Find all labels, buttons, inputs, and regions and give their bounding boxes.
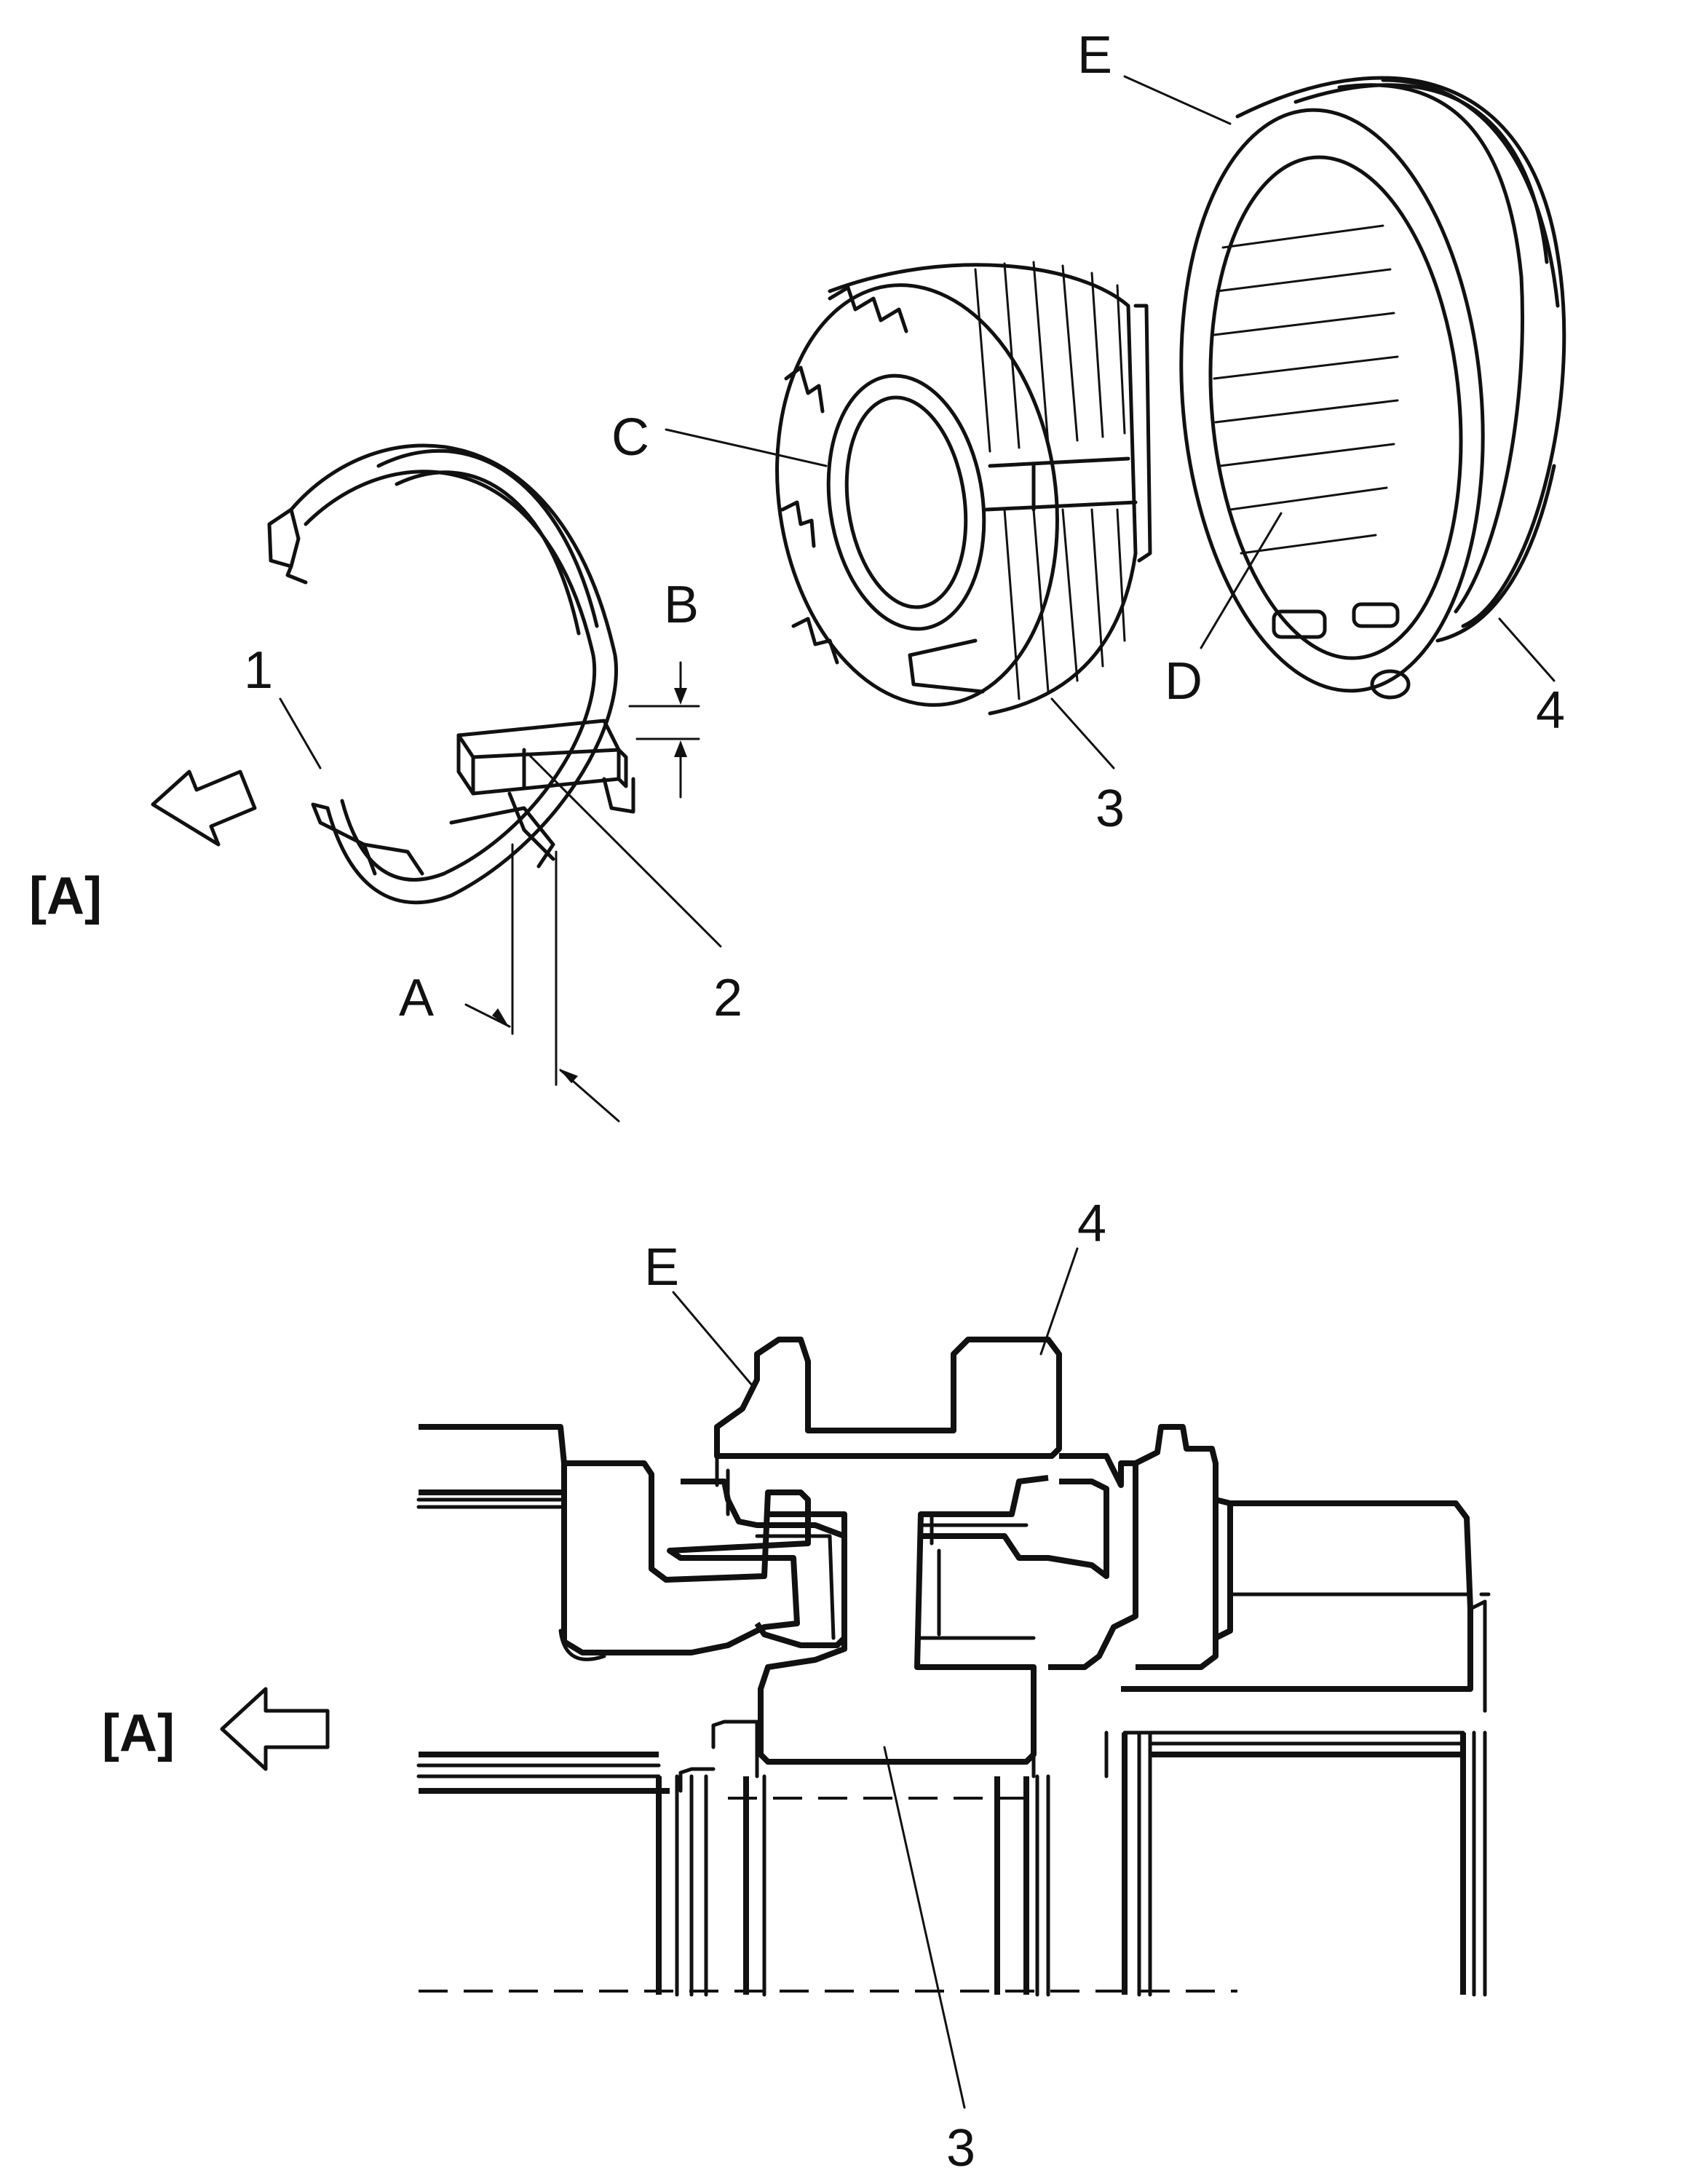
label-3-bottom: 3 xyxy=(946,2119,975,2177)
label-c: C xyxy=(611,408,649,467)
label-4-top: 4 xyxy=(1536,681,1565,740)
sleeve-section xyxy=(714,1337,1062,1459)
label-a: A xyxy=(399,969,434,1027)
label-1: 1 xyxy=(244,641,273,700)
label-e-top: E xyxy=(1077,26,1112,84)
cross-section-view: E 4 [A] 3 xyxy=(102,1195,1491,2177)
right-sync-ring xyxy=(921,1479,1109,1579)
left-gear-section xyxy=(561,1460,811,1655)
left-shaft-step xyxy=(419,1424,567,1495)
dimension-a xyxy=(464,843,620,1123)
synchronizer-hub-part xyxy=(775,261,1152,716)
direction-arrow-bottom xyxy=(220,1687,330,1771)
synchronizer-key-part xyxy=(456,719,635,861)
right-gear-section xyxy=(1048,1453,1138,1670)
label-b: B xyxy=(664,576,699,634)
label-a-arrow-bottom: [A] xyxy=(102,1704,175,1762)
sleeve-splines xyxy=(1213,224,1399,555)
leader-lines-top xyxy=(279,75,1556,948)
dimension-b xyxy=(628,661,700,799)
label-e-bottom: E xyxy=(644,1238,679,1297)
label-4-bottom: 4 xyxy=(1077,1195,1106,1253)
label-a-arrow-top: [A] xyxy=(29,867,102,925)
label-2: 2 xyxy=(713,969,742,1027)
shaft-horizontal-lines xyxy=(416,1730,1465,1794)
exploded-view: E C B 1 D 4 3 [A] A 2 xyxy=(29,26,1566,1123)
label-d: D xyxy=(1165,652,1202,711)
hub-section xyxy=(758,1475,1049,1765)
synchronizer-sleeve-part xyxy=(1179,76,1566,700)
leader-lines-bottom xyxy=(672,1247,1079,2109)
key-spring-part xyxy=(267,443,618,905)
label-3-top: 3 xyxy=(1095,780,1125,838)
direction-arrow-top xyxy=(151,769,257,847)
right-shaft xyxy=(1121,1500,1473,1692)
hub-splines xyxy=(974,261,1126,700)
shaft-lines xyxy=(656,1730,1487,1997)
